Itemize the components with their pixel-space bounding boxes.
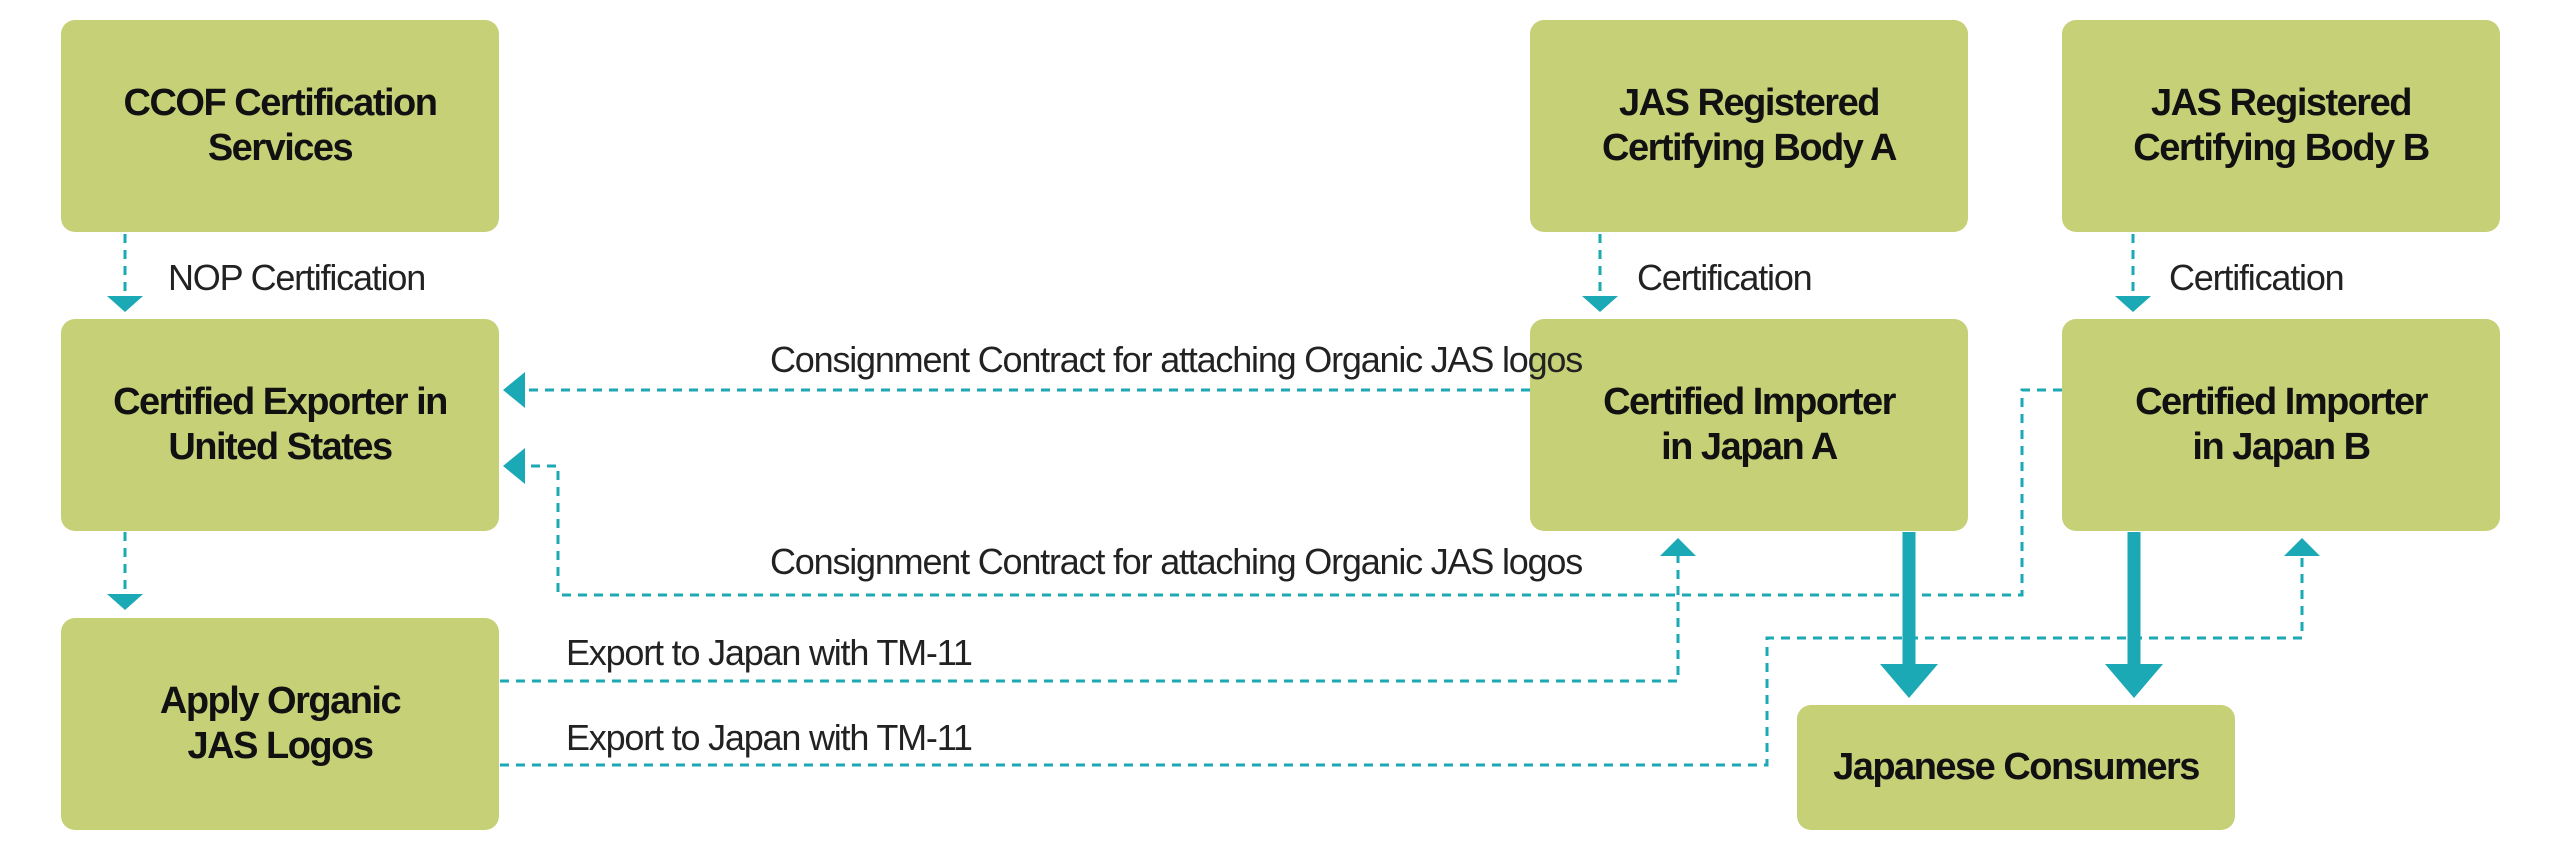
consignment-b-connector: [528, 388, 2062, 597]
nop-certification-arrowhead: [107, 296, 143, 312]
consignment-contract-a-label: Consignment Contract for attaching Organ…: [770, 339, 1583, 380]
export-b-connector: [500, 552, 2304, 767]
japanese-consumers-box: Japanese Consumers: [1797, 705, 2235, 830]
certified-importer-a-box: Certified Importer in Japan A: [1530, 319, 1968, 531]
certification-b-arrowhead: [2115, 296, 2151, 312]
consignment-b-arrowhead: [503, 448, 525, 484]
export-a-arrowhead: [1660, 538, 1696, 556]
consignment-a-arrowhead: [503, 372, 525, 408]
export-a-connector: [500, 552, 1680, 683]
certification-b-label: Certification: [2169, 257, 2345, 298]
jas-certifying-body-a-box: JAS Registered Certifying Body A: [1530, 20, 1968, 232]
export-to-japan-a-label: Export to Japan with TM-11: [566, 632, 973, 673]
importer-b-to-consumers-arrowhead: [2105, 664, 2163, 698]
jas-certifying-body-b-box: JAS Registered Certifying Body B: [2062, 20, 2500, 232]
ccof-certification-services-box: CCOF Certification Services: [61, 20, 499, 232]
importer-a-to-consumers-arrowhead: [1880, 664, 1938, 698]
certified-importer-b-box: Certified Importer in Japan B: [2062, 319, 2500, 531]
certified-exporter-box: Certified Exporter in United States: [61, 319, 499, 531]
export-to-japan-b-label: Export to Japan with TM-11: [566, 717, 973, 758]
certification-a-arrowhead: [1582, 296, 1618, 312]
exporter-to-apply-arrowhead: [107, 594, 143, 610]
export-b-arrowhead: [2284, 538, 2320, 556]
consignment-contract-b-label: Consignment Contract for attaching Organ…: [770, 541, 1583, 582]
certification-a-label: Certification: [1637, 257, 1813, 298]
apply-organic-jas-logos-box: Apply Organic JAS Logos: [61, 618, 499, 830]
nop-certification-label: NOP Certification: [168, 257, 426, 298]
